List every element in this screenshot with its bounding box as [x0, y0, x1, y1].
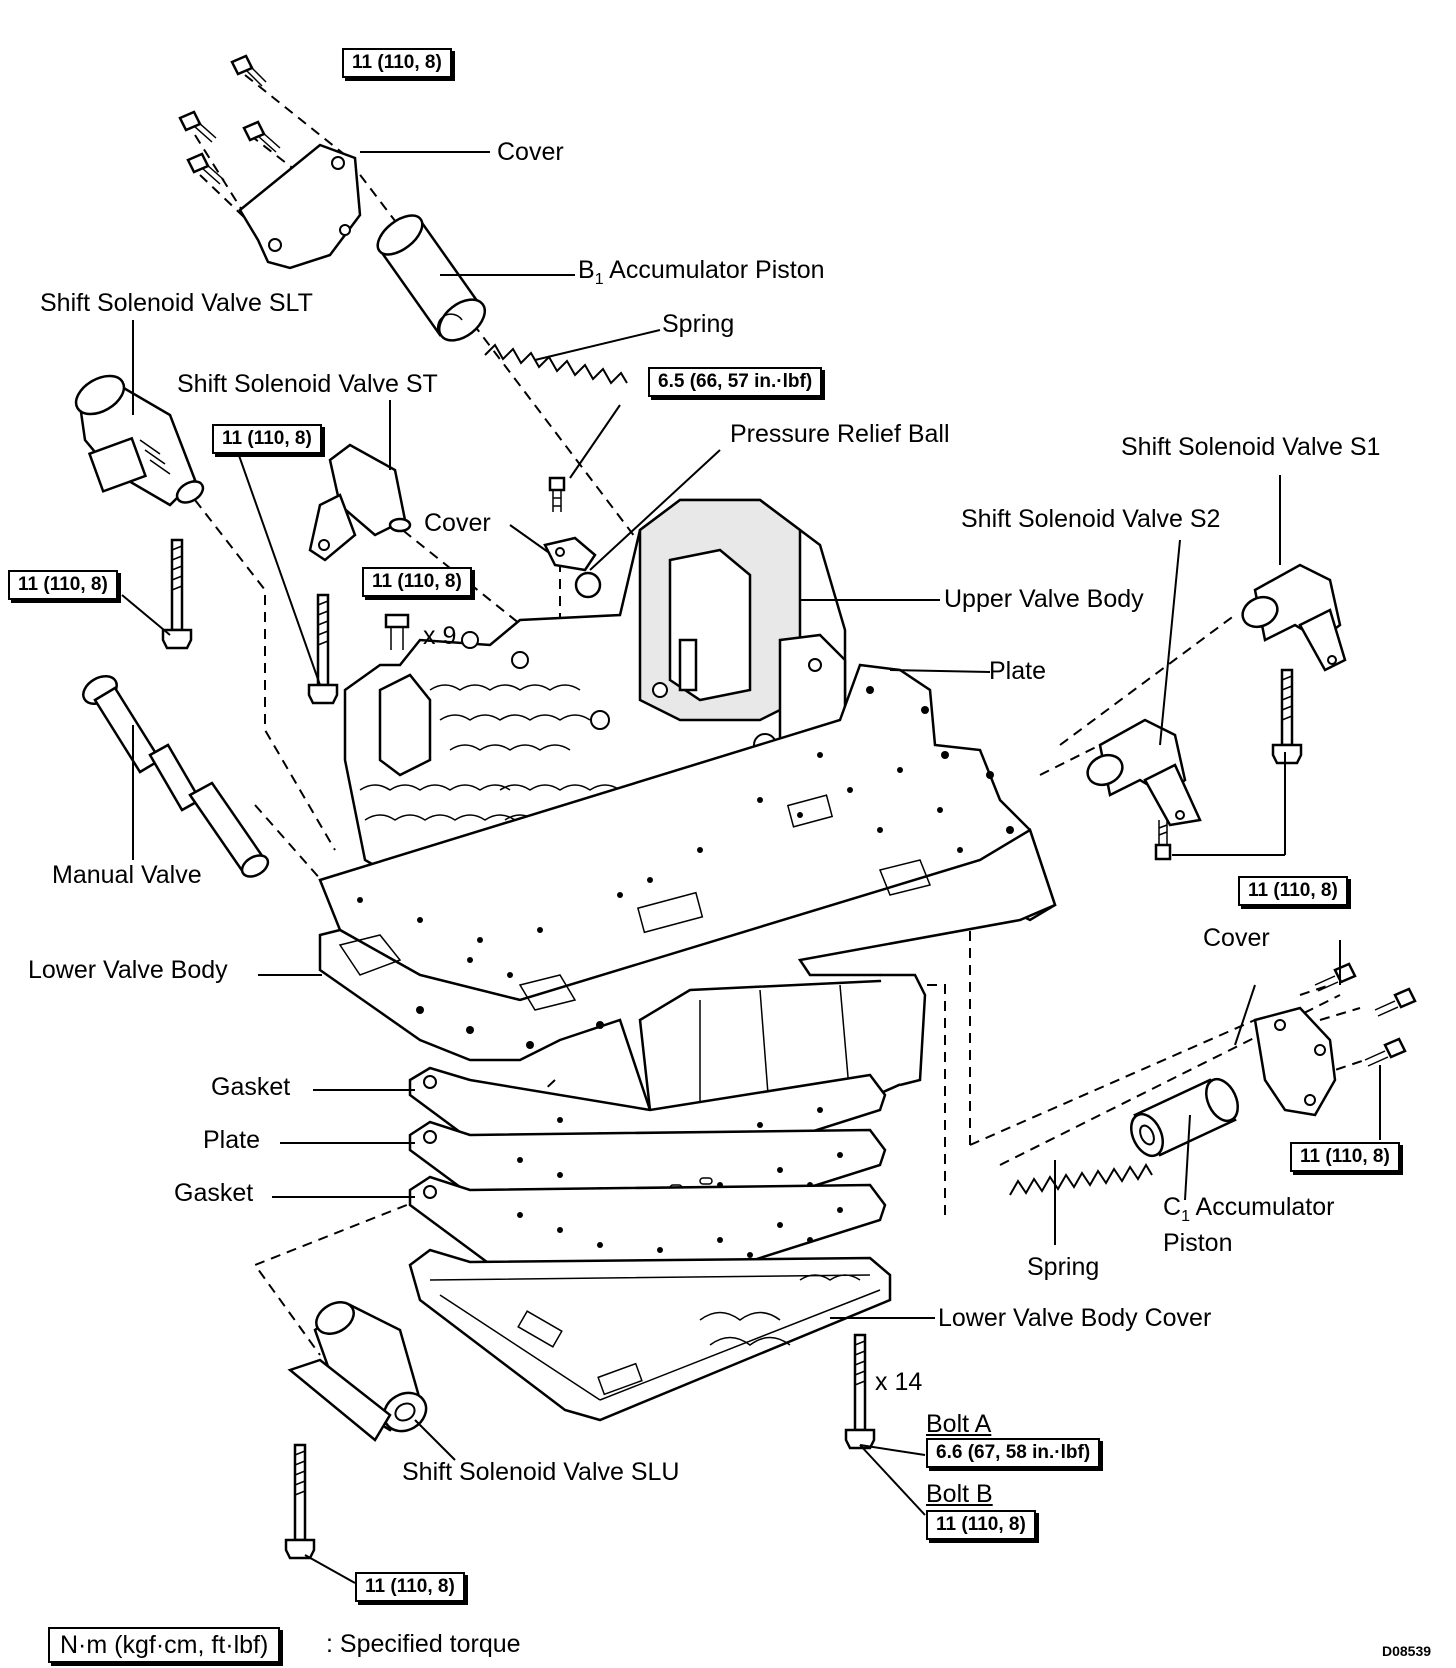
bolt-icon [1374, 987, 1417, 1017]
label-pressure-relief-ball: Pressure Relief Ball [730, 420, 950, 448]
label-c1-subscript: 1 [1181, 1208, 1190, 1225]
legend-specified-torque: : Specified torque [326, 1630, 521, 1658]
bolt-icon [230, 54, 267, 87]
torque-top-cover-bolt: 11 (110, 8) [342, 48, 452, 78]
shift-solenoid-s2 [1086, 718, 1202, 827]
label-cover-right: Cover [1203, 924, 1270, 952]
spring-icon [1009, 1163, 1153, 1196]
top-cover-assembly [178, 54, 362, 270]
label-shift-solenoid-st: Shift Solenoid Valve ST [177, 370, 438, 398]
label-bolt-a: Bolt A [926, 1410, 992, 1438]
label-lower-valve-body-cover: Lower Valve Body Cover [938, 1304, 1212, 1332]
label-cover-top: Cover [497, 138, 564, 166]
label-lower-valve-body: Lower Valve Body [28, 956, 228, 984]
label-shift-solenoid-s2: Shift Solenoid Valve S2 [961, 505, 1221, 533]
label-manual-valve: Manual Valve [52, 861, 202, 889]
label-plate-right: Plate [989, 657, 1046, 685]
label-shift-solenoid-slt: Shift Solenoid Valve SLT [40, 289, 313, 317]
bolt-icon [186, 152, 225, 185]
shift-solenoid-slt [74, 374, 205, 507]
label-cover-mid: Cover [424, 509, 491, 537]
label-c1-piston: Piston [1163, 1229, 1233, 1257]
torque-slu-bolt: 11 (110, 8) [355, 1572, 465, 1602]
label-b1-rest: Accumulator Piston [603, 256, 825, 284]
long-bolt-icon [284, 1443, 316, 1560]
label-b1-subscript: 1 [594, 271, 604, 288]
label-gasket-1: Gasket [211, 1073, 291, 1101]
label-shift-solenoid-s1: Shift Solenoid Valve S1 [1121, 433, 1381, 461]
label-spring-bottom: Spring [1027, 1253, 1100, 1281]
c1-accumulator-piston [1130, 1077, 1239, 1158]
shift-solenoid-st [308, 443, 412, 562]
lower-valve-body-cover [408, 1248, 892, 1422]
bolt-icon [242, 120, 281, 153]
label-c1-accumulator: C1 Accumulator [1163, 1193, 1334, 1231]
long-bolt-icon [1271, 668, 1303, 765]
legend-torque-units-box: N·m (kgf·cm, ft·lbf) [48, 1627, 281, 1663]
label-shift-solenoid-slu: Shift Solenoid Valve SLU [402, 1458, 680, 1486]
manual-valve [82, 675, 270, 878]
shift-solenoid-s1 [1241, 563, 1347, 672]
torque-pressure-relief-bolt: 6.5 (66, 57 in.·lbf) [648, 367, 823, 397]
label-c1-letter: C [1163, 1193, 1182, 1221]
label-b1-letter: B [578, 256, 595, 284]
b1-accumulator-piston [376, 214, 486, 342]
bolt-icon [548, 476, 566, 512]
label-gasket-2: Gasket [174, 1179, 254, 1207]
figure-code: D08539 [1382, 1643, 1432, 1659]
bolt-icon [178, 110, 217, 143]
spring-icon [484, 343, 628, 385]
label-upper-valve-body: Upper Valve Body [944, 585, 1144, 613]
long-bolt-icon [161, 538, 193, 650]
label-b1-accumulator-piston: B1 Accumulator Piston [578, 256, 825, 294]
label-x14: x 14 [875, 1368, 923, 1396]
torque-slt-bolt: 11 (110, 8) [8, 570, 118, 600]
c1-cover [1253, 1006, 1337, 1117]
label-x9: x 9 [423, 622, 457, 650]
leader-lines [121, 151, 1381, 1584]
bolt-icon [1154, 820, 1172, 861]
torque-bolt-a: 6.6 (67, 58 in.·lbf) [926, 1438, 1101, 1468]
pressure-relief-ball [574, 571, 602, 599]
label-spring-top: Spring [662, 310, 735, 338]
label-plate-left: Plate [203, 1126, 260, 1154]
torque-bolt-b: 11 (110, 8) [926, 1510, 1036, 1540]
label-bolt-b: Bolt B [926, 1480, 993, 1508]
long-bolt-icon [307, 593, 339, 705]
torque-st-bolt: 11 (110, 8) [212, 424, 322, 454]
long-bolt-icon [844, 1333, 876, 1450]
shift-solenoid-slu [287, 1301, 428, 1442]
bolt-icon [384, 613, 410, 650]
torque-x9-bolts: 11 (110, 8) [362, 567, 472, 597]
small-cover [543, 536, 597, 572]
torque-s1-s2-bolts: 11 (110, 8) [1238, 876, 1348, 906]
torque-c1-cover-bolts: 11 (110, 8) [1290, 1142, 1400, 1172]
bolt-icon [1364, 1037, 1407, 1067]
label-c1-rest: Accumulator [1189, 1193, 1335, 1221]
